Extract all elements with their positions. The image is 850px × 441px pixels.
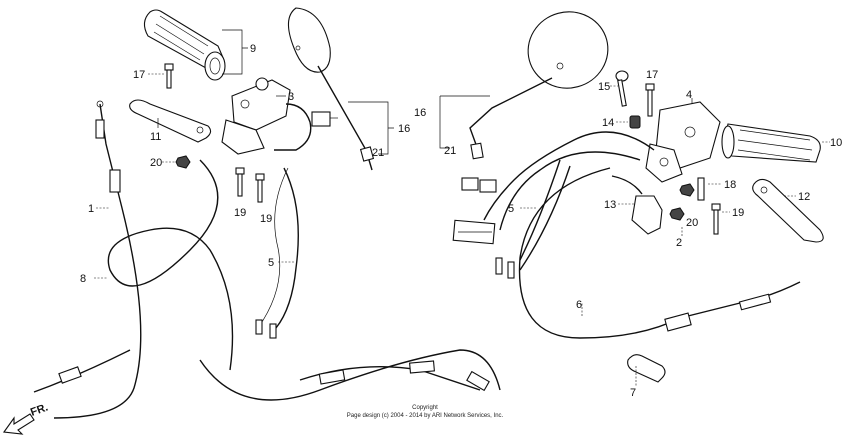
left-switch-housing[interactable] [221, 77, 338, 155]
callout-6: 6 [576, 299, 582, 311]
callout-8: 8 [80, 273, 86, 285]
cable-clamp [627, 354, 666, 383]
callout-5-left: 5 [268, 257, 274, 269]
callout-16-left: 16 [398, 123, 410, 135]
collar-14 [629, 115, 641, 129]
throttle-cable-loop[interactable] [33, 159, 234, 393]
callout-13: 13 [604, 199, 616, 211]
callout-20-right: 20 [686, 217, 698, 229]
leader-16-right [439, 95, 490, 149]
clutch-lever[interactable] [129, 99, 212, 143]
callout-4: 4 [686, 89, 692, 101]
callout-18: 18 [724, 179, 736, 191]
callout-10: 10 [830, 137, 842, 149]
callout-21-right: 21 [444, 145, 456, 157]
callout-15: 15 [598, 81, 610, 93]
callout-21-left: 21 [372, 147, 384, 159]
bolt-18 [679, 177, 705, 201]
switch-wire-left[interactable] [255, 167, 299, 339]
copyright-line-1: Copyright [412, 405, 438, 411]
holder-bracket [631, 195, 663, 235]
callout-5-right: 5 [508, 203, 514, 215]
callout-12: 12 [798, 191, 810, 203]
bolt-19-c [711, 203, 721, 235]
bolt-19-b [255, 173, 265, 203]
copyright-line-2: Page design (c) 2004 - 2014 by ARI Netwo… [347, 413, 504, 419]
bolt-19-a [235, 167, 245, 197]
nut-20-left [175, 155, 191, 169]
callout-17-left: 17 [133, 69, 145, 81]
bolt-17-right [645, 83, 655, 117]
callout-1: 1 [88, 203, 94, 215]
clutch-cable[interactable] [53, 100, 142, 419]
callout-16-right: 16 [414, 107, 426, 119]
callout-19-b: 19 [260, 213, 272, 225]
callout-14: 14 [602, 117, 614, 129]
left-grip[interactable] [143, 9, 226, 81]
throttle-grip[interactable] [721, 123, 821, 163]
right-wiring-harness[interactable] [452, 131, 655, 279]
callout-19-c: 19 [732, 207, 744, 219]
bolt-17-left [164, 63, 174, 89]
left-mirror[interactable] [287, 7, 375, 171]
leader-9 [222, 29, 248, 75]
right-switch-housing[interactable] [645, 101, 721, 183]
brake-lever[interactable] [752, 178, 824, 243]
callout-3: 3 [288, 91, 294, 103]
front-direction-arrow: FR. [3, 401, 50, 435]
callout-2: 2 [676, 237, 682, 249]
callout-11: 11 [150, 131, 161, 143]
leader-16-left [348, 101, 394, 155]
callout-7: 7 [630, 387, 636, 399]
callout-9: 9 [250, 43, 256, 55]
direction-label: FR. [29, 401, 50, 418]
callout-20-left: 20 [150, 157, 162, 169]
bolt-15 [615, 70, 629, 107]
callout-19-a: 19 [234, 207, 246, 219]
front-brake-cable[interactable] [518, 167, 801, 339]
callout-17-right: 17 [646, 69, 658, 81]
right-mirror[interactable] [469, 3, 616, 160]
brake-cable-long[interactable] [199, 349, 501, 401]
nut-20-right [669, 207, 685, 221]
